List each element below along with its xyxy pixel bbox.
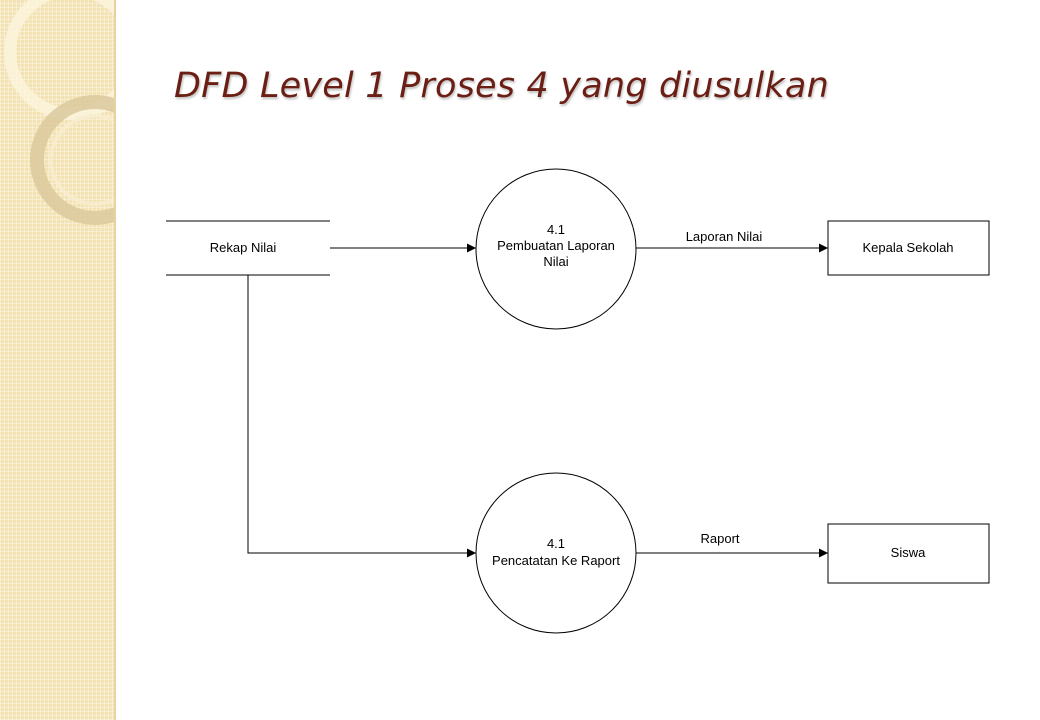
flow-label-raport: Raport bbox=[700, 531, 739, 546]
entity-kepala-sekolah: Kepala Sekolah bbox=[827, 220, 990, 276]
process-circle bbox=[475, 168, 637, 330]
flow-arrow-store-to-process2 bbox=[247, 275, 476, 558]
process-pembuatan-laporan-nilai: 4.1 Pembuatan Laporan Nilai bbox=[475, 168, 637, 330]
process-name-line1: Pembuatan Laporan bbox=[497, 238, 615, 253]
flow-label-laporan-nilai: Laporan Nilai bbox=[686, 229, 763, 244]
decorative-rings bbox=[4, 0, 114, 225]
decorative-side-strip bbox=[0, 0, 116, 720]
data-store-label: Rekap Nilai bbox=[210, 240, 277, 255]
entity-label: Kepala Sekolah bbox=[862, 240, 953, 255]
process-number: 4.1 bbox=[547, 536, 565, 551]
page-title: DFD Level 1 Proses 4 yang diusulkan bbox=[174, 66, 829, 106]
entity-box bbox=[827, 523, 990, 584]
process-name-line2: Nilai bbox=[543, 254, 568, 269]
data-store-rekap-nilai: Rekap Nilai bbox=[166, 220, 330, 276]
process-name-line1: Pencatatan Ke Raport bbox=[492, 553, 620, 568]
process-number: 4.1 bbox=[547, 222, 565, 237]
entity-label: Siswa bbox=[891, 545, 926, 560]
entity-siswa: Siswa bbox=[827, 523, 990, 584]
process-pencatatan-ke-raport: 4.1 Pencatatan Ke Raport bbox=[475, 472, 637, 634]
